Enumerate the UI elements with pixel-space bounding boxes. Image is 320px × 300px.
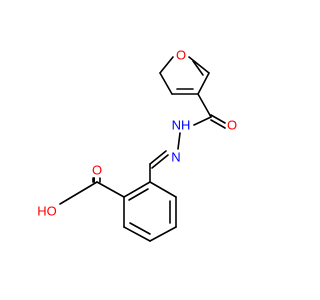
carbonyl-double-2 — [210, 119, 226, 129]
furan-oxygen-label: O — [176, 48, 186, 63]
acid-carbonyl-oxygen-label: O — [92, 163, 102, 178]
imine-double-1 — [151, 154, 169, 169]
benzene-bond-3 — [123, 226, 151, 242]
structure-canvas: O O NH N O HO — [37, 47, 238, 242]
carbonyl-double-1 — [210, 114, 226, 124]
benzene-bond-1 — [123, 181, 151, 198]
bond-nh-n — [177, 132, 181, 150]
imine-double-2 — [149, 150, 167, 165]
furan-bond-c3-c2 — [197, 72, 210, 95]
furan-bond-c5-c4 — [159, 72, 173, 95]
benzene-inner-3 — [128, 188, 149, 201]
benzene-inner-1 — [129, 222, 151, 235]
acid-single-oh — [59, 181, 98, 205]
acid-hydroxyl-label: HO — [37, 204, 57, 219]
imine-nitrogen-label: N — [171, 150, 180, 165]
molecule-structure: O O NH N O HO — [37, 48, 237, 242]
bond-furan-carbonyl — [197, 93, 212, 118]
furan-bond-c2-o — [188, 56, 210, 74]
carbonyl-oxygen-label: O — [227, 118, 237, 133]
furan-bond-o-c5 — [159, 56, 174, 74]
benzene-bond-4 — [149, 226, 177, 242]
bond-carbonyl-nh — [193, 116, 212, 126]
hydrazide-nh-label: NH — [172, 118, 191, 133]
furan-double-c2-inner — [192, 60, 204, 76]
atom-label-layer: O O NH N O HO — [37, 48, 237, 219]
benzene-bond-6 — [149, 181, 177, 198]
bond-benzene-acid — [96, 181, 125, 198]
bond-layer — [59, 56, 226, 242]
